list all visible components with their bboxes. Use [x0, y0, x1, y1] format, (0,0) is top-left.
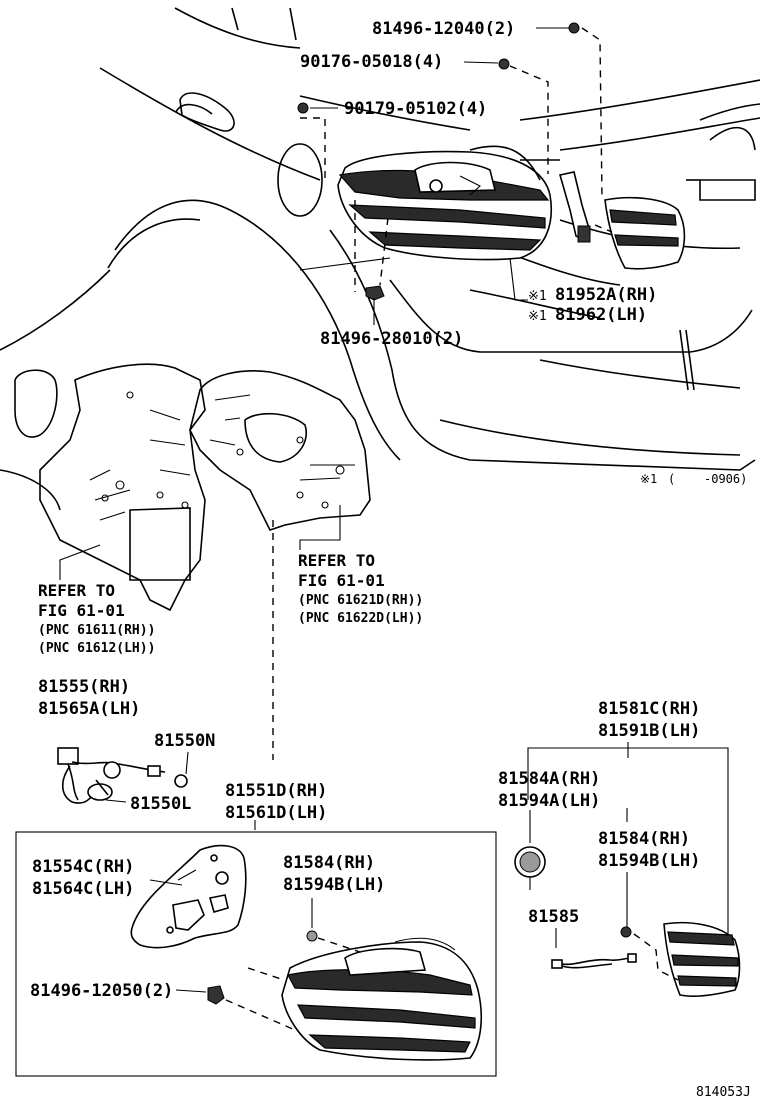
inner-quarter-panel-rear	[189, 370, 371, 531]
label-right-nut-lh: 81594B(LH)	[598, 851, 700, 871]
inner-nut-lower-icon	[306, 930, 318, 942]
label-screw-12050: 81496-12050(2)	[30, 981, 173, 1001]
right-rear-lamp	[633, 921, 741, 997]
seal-ring	[514, 846, 546, 890]
label-bolt-05018: 90176-05018(4)	[300, 52, 443, 72]
label-bulb-l: 81550L	[130, 794, 191, 814]
refer-rear-pnc1: (PNC 61621D(RH))	[298, 593, 423, 608]
refer-left-line1: REFER TO	[38, 581, 115, 600]
screw-12050-icon	[207, 985, 225, 1005]
footnote-range: -0906)	[704, 472, 747, 486]
label-right-nut-rh: 81584(RH)	[598, 829, 690, 849]
footnote-marker-lh: ※1	[528, 309, 547, 324]
top-leader-lines	[299, 27, 613, 325]
lower-tail-lamp	[281, 937, 483, 1061]
refer-left-pnc1: (PNC 61611(RH))	[38, 623, 155, 638]
label-rear-lamp-rh: 81581C(RH)	[598, 699, 700, 719]
socket-bulb-assembly	[57, 747, 189, 804]
right-bracket-lines	[527, 742, 729, 950]
footnote-open-paren: (	[668, 472, 675, 486]
exploded-view-box	[15, 831, 497, 1077]
refer-leaders	[59, 505, 341, 580]
label-seal-lh: 81594A(LH)	[498, 791, 600, 811]
label-socket-lh: 81565A(LH)	[38, 699, 140, 719]
label-gasket-lh: 81564C(LH)	[32, 879, 134, 899]
bolt-05018-icon	[498, 58, 510, 70]
wire-81585	[551, 953, 637, 969]
label-inner-nut-rh: 81584(RH)	[283, 853, 375, 873]
bracket-clip	[558, 171, 591, 243]
vehicle-body-outline	[0, 7, 760, 471]
label-bulb-n: 81550N	[154, 731, 215, 751]
label-cover-lh: 81962(LH)	[555, 305, 647, 325]
nut-05102-icon	[297, 102, 309, 114]
refer-left-pnc2: (PNC 61612(LH))	[38, 641, 155, 656]
nut-12040-icon	[568, 22, 580, 34]
nut-28010-icon	[365, 285, 385, 301]
right-nut-icon	[620, 926, 632, 938]
lamp-cover-right	[604, 196, 686, 270]
footnote-marker: ※1	[640, 472, 657, 486]
diagram-id: 814053J	[696, 1085, 751, 1100]
label-socket-rh: 81555(RH)	[38, 677, 130, 697]
label-cover-rh: 81952A(RH)	[555, 285, 657, 305]
refer-rear-pnc2: (PNC 61622D(LH))	[298, 611, 423, 626]
label-nut-28010: 81496-28010(2)	[320, 329, 463, 349]
label-gasket-rh: 81554C(RH)	[32, 857, 134, 877]
label-nut-12040: 81496-12040(2)	[372, 19, 515, 39]
gasket-81554c	[130, 844, 247, 949]
top-tail-lamp-assembly	[337, 145, 552, 261]
refer-left-line2: FIG 61-01	[38, 601, 125, 620]
label-lamp-rh: 81551D(RH)	[225, 781, 327, 801]
label-rear-lamp-lh: 81591B(LH)	[598, 721, 700, 741]
refer-rear-line1: REFER TO	[298, 551, 375, 570]
refer-rear-line2: FIG 61-01	[298, 571, 385, 590]
lower-box-leaders	[175, 869, 361, 1031]
inner-quarter-panel-left	[0, 363, 206, 612]
label-nut-05102: 90179-05102(4)	[344, 99, 487, 119]
label-inner-nut-lh: 81594B(LH)	[283, 875, 385, 895]
footnote-marker-rh: ※1	[528, 289, 547, 304]
label-wire-85: 81585	[528, 907, 579, 927]
label-lamp-lh: 81561D(LH)	[225, 803, 327, 823]
label-seal-rh: 81584A(RH)	[498, 769, 600, 789]
